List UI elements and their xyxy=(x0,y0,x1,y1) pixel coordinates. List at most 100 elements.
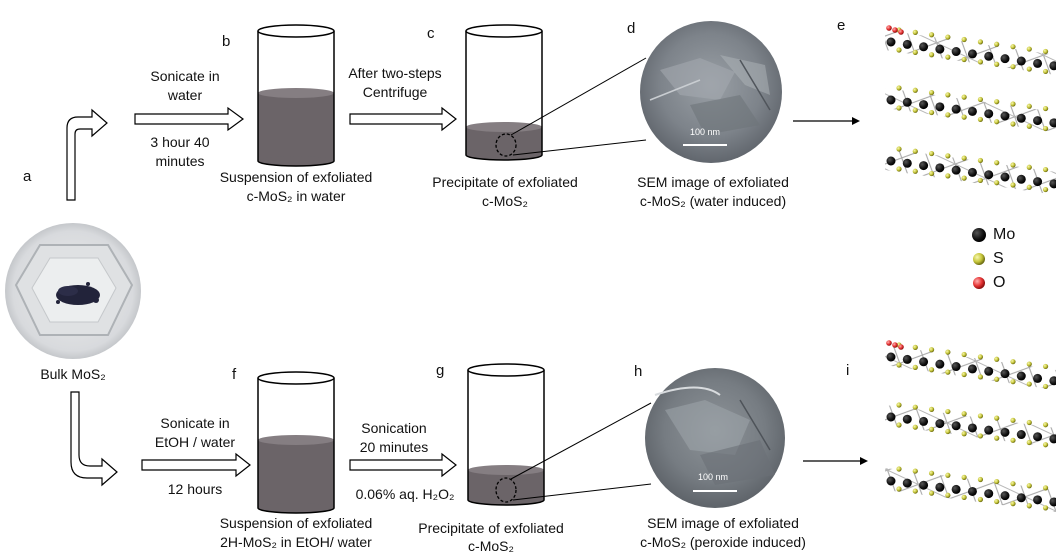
s-atom xyxy=(896,362,902,368)
bottom-suspension-line2: 2H-MoS₂ in EtOH/ water xyxy=(220,534,372,550)
s-atom xyxy=(1010,359,1016,365)
s-atom xyxy=(994,99,1000,105)
s-atom xyxy=(977,476,984,483)
s-atom xyxy=(961,94,967,100)
s-atom xyxy=(977,59,984,65)
s-atom xyxy=(977,116,984,123)
mo-atom xyxy=(1000,54,1010,64)
s-atom xyxy=(977,96,984,103)
bottom-step2-reagent: 0.06% aq. H₂O₂ xyxy=(355,486,455,502)
atom-markers xyxy=(886,25,1056,511)
s-atom xyxy=(1026,66,1032,72)
bent-arrow-down xyxy=(70,391,118,487)
s-atom xyxy=(994,356,1000,362)
s-atom xyxy=(912,404,918,410)
s-atom xyxy=(994,41,1000,47)
s-atom xyxy=(1026,419,1032,426)
mo-atom xyxy=(919,480,929,490)
block-arrow-bottom-2 xyxy=(349,452,457,478)
legend-mo-label: Mo xyxy=(993,226,1016,243)
s-atom xyxy=(1042,105,1049,112)
mo-atom xyxy=(984,425,994,435)
s-atom xyxy=(928,52,935,58)
top-suspension-line2: c-MoS₂ in water xyxy=(246,188,346,204)
s-atom xyxy=(928,89,935,96)
mo-atom xyxy=(886,156,896,166)
mo-atom xyxy=(902,158,912,168)
beaker-suspension-top xyxy=(257,24,335,167)
bottom-suspension-line1: Suspension of exfoliated xyxy=(219,515,373,531)
bottom-step2-line1: Sonication xyxy=(361,420,427,436)
panel-label-a: a xyxy=(23,168,32,185)
s-atom xyxy=(1010,101,1016,107)
bottom-precipitate-line1: Precipitate of exfoliated xyxy=(418,520,564,536)
s-atom xyxy=(977,496,984,503)
s-atom xyxy=(912,107,918,113)
s-atom xyxy=(1026,46,1032,52)
s-atom xyxy=(994,61,1000,67)
s-atom xyxy=(1026,381,1032,387)
s-atom xyxy=(928,170,935,177)
legend-o-label: O xyxy=(993,274,1006,291)
mo-atom xyxy=(984,109,994,119)
o-atom xyxy=(892,27,898,33)
block-arrow-top-1 xyxy=(134,106,245,132)
s-atom xyxy=(928,470,935,476)
top-step1-line1: Sonicate in xyxy=(150,68,220,84)
s-atom xyxy=(961,114,967,120)
s-atom xyxy=(945,173,951,179)
mo-atom xyxy=(935,359,945,369)
s-atom xyxy=(1010,162,1016,168)
mo-atom xyxy=(984,170,994,180)
mo-atom xyxy=(886,37,896,47)
s-atom xyxy=(1026,439,1032,446)
s-atom xyxy=(1010,417,1016,423)
mo-atom xyxy=(902,39,912,49)
beaker-precipitate-bottom xyxy=(467,363,652,506)
mo-atom xyxy=(935,419,945,429)
s-atom xyxy=(961,175,967,181)
s-atom xyxy=(945,472,951,478)
s-atom xyxy=(945,349,951,355)
mo-atom xyxy=(886,95,896,105)
s-atom xyxy=(1026,361,1032,367)
mo-atom xyxy=(919,42,929,52)
s-atom xyxy=(1010,64,1016,70)
s-atom xyxy=(928,109,935,116)
legend-s-label: S xyxy=(993,250,1004,267)
s-atom xyxy=(994,160,1000,166)
s-atom xyxy=(961,56,967,63)
s-atom xyxy=(912,364,918,370)
s-atom xyxy=(896,486,902,492)
panel-label-i: i xyxy=(846,362,850,379)
bottom-step1-line2: EtOH / water xyxy=(154,434,236,450)
top-step2-line2: Centrifuge xyxy=(362,84,428,100)
s-atom xyxy=(945,34,951,40)
mo-atom xyxy=(1033,177,1043,187)
top-precipitate-line2: c-MoS₂ xyxy=(482,193,528,209)
s-atom xyxy=(912,344,918,350)
s-atom xyxy=(912,488,918,494)
mo-atom xyxy=(984,51,994,61)
mo-atom xyxy=(1049,118,1056,128)
top-precipitate-line1: Precipitate of exfoliated xyxy=(432,174,578,190)
s-atom xyxy=(961,411,967,417)
mo-atom xyxy=(902,97,912,107)
o-atom xyxy=(886,340,892,346)
s-atom xyxy=(994,435,1000,441)
mo-atom xyxy=(935,44,945,54)
mo-atom xyxy=(1016,430,1026,440)
mo-atom xyxy=(1049,61,1056,71)
panel-label-d: d xyxy=(627,20,636,37)
s-atom xyxy=(928,32,935,38)
s-atom xyxy=(1026,103,1032,109)
mo-atom xyxy=(1000,491,1010,501)
mo-atom xyxy=(967,167,977,177)
s-atom xyxy=(1026,123,1032,129)
s-atom xyxy=(1042,485,1049,491)
mo-atom xyxy=(1033,373,1043,383)
s-atom xyxy=(912,424,918,430)
s-atom xyxy=(977,177,984,184)
top-step1-time2: minutes xyxy=(155,153,205,169)
